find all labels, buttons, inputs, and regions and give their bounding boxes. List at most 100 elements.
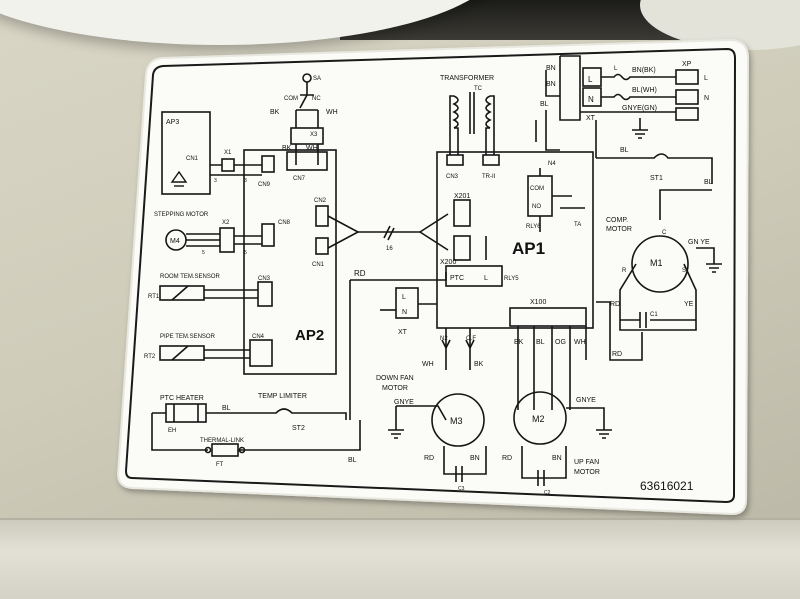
bl-heater-label: BL: [222, 405, 231, 412]
m1-label: M1: [650, 258, 663, 268]
nc-label: NC: [312, 96, 321, 102]
pin5-a-label: 5: [202, 250, 205, 256]
m3-label: M3: [450, 416, 463, 426]
m2-label: M2: [532, 414, 545, 424]
up-fan-label-2: MOTOR: [574, 469, 600, 476]
n-xt-label: N: [402, 309, 407, 316]
gnye-gn-label: GNYE(GN): [622, 105, 657, 112]
thermal-link-label: THERMAL-LINK: [200, 438, 244, 444]
temp-limiter-label: TEMP LIMITER: [258, 393, 307, 400]
wh-switch-label: WH: [326, 109, 338, 116]
r-pin-label: R: [622, 268, 627, 274]
bl-bottom-label: BL: [348, 457, 357, 464]
x200-label: X200: [440, 259, 456, 266]
wiring-lines: [151, 55, 722, 486]
pin5-b-label: 5: [244, 250, 247, 256]
sticker: [116, 38, 750, 516]
eh-label: EH: [168, 428, 176, 434]
n-term-label: N: [588, 95, 594, 104]
sticker-border: [124, 47, 737, 504]
rd-m1-label: RD: [610, 301, 620, 308]
gn-ye-right-label: GN YE: [688, 239, 710, 246]
down-fan-label-1: DOWN FAN: [376, 375, 414, 382]
transformer-label: TRANSFORMER: [440, 75, 494, 82]
l-term-label: L: [588, 75, 593, 84]
s-pin-label: S: [682, 268, 686, 274]
xt-mid-label: XT: [398, 329, 408, 336]
of-label: O.F: [466, 336, 476, 342]
bk-down-label: BK: [474, 361, 484, 368]
n4-label: N4: [548, 161, 556, 167]
bn2-label: BN: [546, 81, 556, 88]
bn1-label: BN: [546, 65, 556, 72]
ptc-label: PTC: [450, 275, 464, 282]
bl-top-label: BL: [540, 101, 549, 108]
bn-m2-label: BN: [552, 455, 562, 462]
bl-wh-label: BL(WH): [632, 87, 657, 94]
cn2-label: CN2: [314, 198, 327, 204]
ptc-heater-label: PTC HEATER: [160, 395, 204, 402]
n2-label: N2: [440, 336, 448, 342]
wh-down-label: WH: [422, 361, 434, 368]
bl-right-label: BL: [704, 179, 713, 186]
gnye-m2-label: GNYE: [576, 397, 596, 404]
xp-label: XP: [682, 61, 692, 68]
n-out-label: N: [704, 95, 709, 102]
ap3-led-symbol: [170, 170, 188, 187]
com-relay-label: COM: [530, 186, 544, 192]
pipe-sensor-label: PIPE TEM.SENSOR: [160, 334, 216, 340]
rd-bus-label: RD: [354, 269, 366, 278]
appliance-bottom-surface: [0, 520, 800, 599]
bus16-label: 16: [386, 246, 393, 252]
l-xt-label: L: [402, 294, 406, 301]
part-number: 63616021: [640, 479, 694, 493]
down-fan-label-2: MOTOR: [382, 385, 408, 392]
rd-m2-label: RD: [502, 455, 512, 462]
rly5-label: RLY5: [504, 276, 519, 282]
ap3-label: AP3: [166, 119, 179, 126]
rt2-label: RT2: [144, 354, 156, 360]
ft-label: FT: [216, 462, 224, 468]
x3-label: X3: [310, 132, 318, 138]
cn7-label: CN7: [293, 176, 306, 182]
ap1-label: AP1: [512, 239, 545, 258]
ap2-label: AP2: [295, 327, 324, 344]
bk-cn7-label: BK: [282, 145, 292, 152]
l-line-label: L: [614, 66, 618, 72]
st1-label: ST1: [650, 175, 663, 182]
tr2-label: TR-II: [482, 174, 496, 180]
cn3-right-label: CN3: [446, 174, 459, 180]
wh-x100-label: WH: [574, 339, 586, 346]
bk-x100-label: BK: [514, 339, 524, 346]
no-relay-label: NO: [532, 204, 541, 210]
comp-motor-label-2: MOTOR: [606, 226, 632, 233]
l-out-label: L: [704, 75, 708, 82]
com-switch-label: COM: [284, 96, 298, 102]
comp-motor-label-1: COMP.: [606, 217, 628, 224]
x1-label: X1: [224, 150, 232, 156]
og-x100-label: OG: [555, 339, 566, 346]
cn4-label: CN4: [252, 334, 265, 340]
rly6-label: RLY6: [526, 224, 541, 230]
rt1-label: RT1: [148, 294, 160, 300]
up-fan-label-1: UP FAN: [574, 459, 599, 466]
bn-m3-label: BN: [470, 455, 480, 462]
l-ptc-label: L: [484, 275, 488, 282]
bn-bk-label: BN(BK): [632, 67, 656, 74]
pin3-b-label: 3: [244, 178, 247, 184]
m4-label: M4: [170, 238, 180, 245]
c3-label: C3: [458, 486, 465, 492]
gnye-m3-label: GNYE: [394, 399, 414, 406]
stepping-motor-label: STEPPING MOTOR: [154, 212, 209, 218]
rd-m3-label: RD: [424, 455, 434, 462]
cn1-top-label: CN1: [186, 156, 199, 162]
panel-edge: [0, 518, 800, 521]
ye-m1-label: YE: [684, 301, 694, 308]
sa-label: SA: [313, 76, 321, 82]
st2-label: ST2: [292, 425, 305, 432]
bk-switch-label: BK: [270, 109, 280, 116]
x100-label: X100: [530, 299, 546, 306]
cn1-mid-label: CN1: [312, 262, 325, 268]
